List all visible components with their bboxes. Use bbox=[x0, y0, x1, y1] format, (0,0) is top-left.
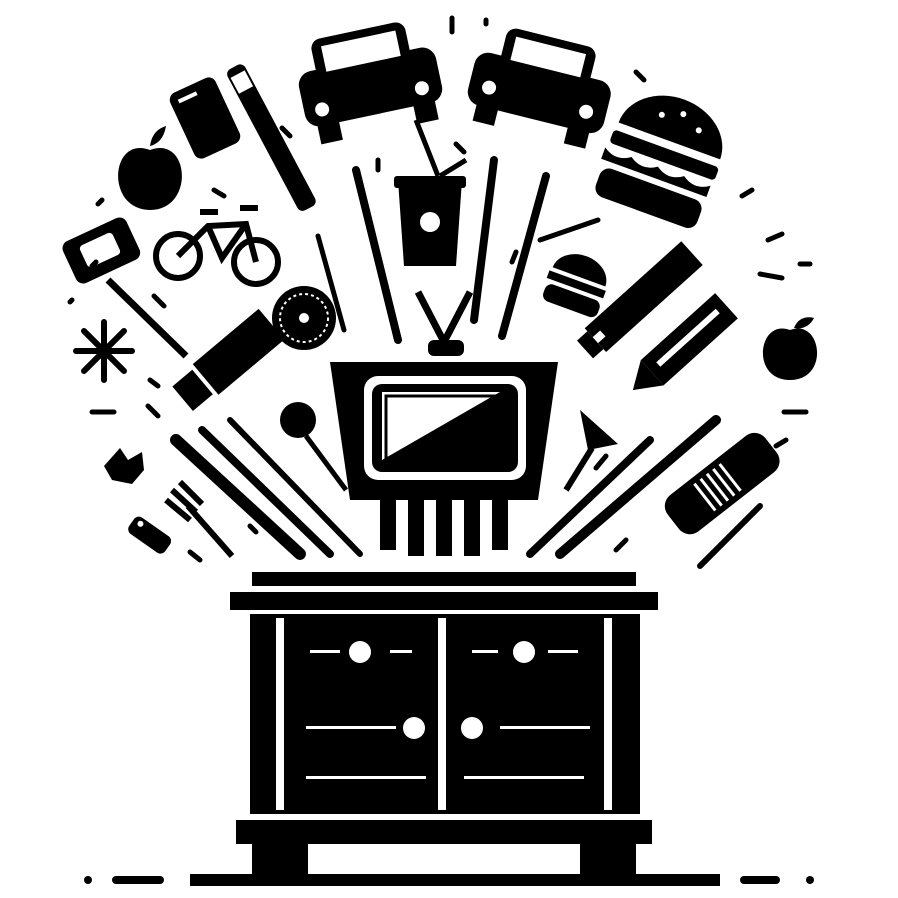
tv-icon bbox=[330, 290, 558, 556]
confetti bbox=[67, 15, 813, 563]
stick-lines bbox=[170, 156, 763, 569]
car-icon bbox=[467, 28, 611, 149]
wheel-icon bbox=[272, 286, 336, 350]
funnel-icon bbox=[563, 410, 618, 492]
drink-cup-icon bbox=[394, 119, 468, 266]
pencil-icon bbox=[632, 293, 738, 391]
fork-icon bbox=[164, 479, 235, 558]
phone-icon bbox=[169, 77, 241, 159]
pencil-icon bbox=[576, 241, 703, 359]
bicycle-icon bbox=[153, 205, 281, 287]
snowflake-icon bbox=[73, 319, 135, 383]
pencil-icon bbox=[172, 308, 285, 411]
selfie-stick-icon bbox=[62, 217, 189, 359]
burger-icon bbox=[595, 95, 723, 229]
battery-icon bbox=[664, 432, 780, 535]
leaf-icon bbox=[104, 448, 144, 484]
apple-icon bbox=[762, 317, 818, 380]
lipstick-icon bbox=[128, 516, 172, 554]
lollipop-icon bbox=[280, 402, 349, 492]
burger-icon bbox=[543, 254, 607, 318]
apple-icon bbox=[118, 126, 182, 210]
cabinet-icon bbox=[84, 572, 814, 886]
car-icon bbox=[298, 22, 443, 145]
pencil-icon bbox=[227, 64, 316, 211]
